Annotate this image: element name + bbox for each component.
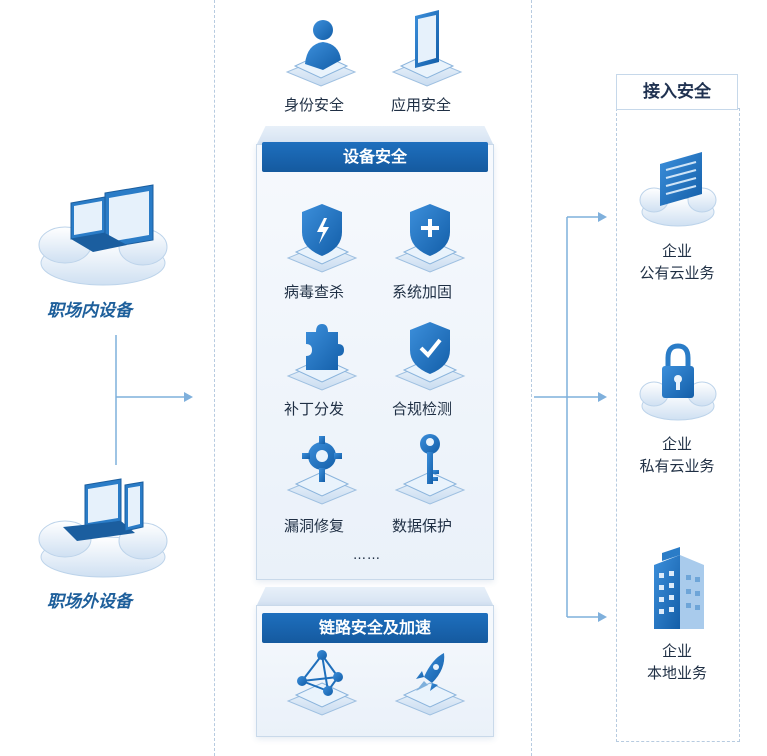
- rocket-icon: [394, 653, 466, 716]
- public-cloud-item: [638, 150, 718, 232]
- device-security-panel-cap: [256, 126, 494, 146]
- local-business-line2: 本地业务: [646, 664, 707, 682]
- local-business-line1: 企业: [661, 642, 692, 660]
- public-cloud-server-icon: [639, 152, 717, 227]
- mobile-app-icon: [391, 10, 463, 87]
- app-security-item: [391, 8, 463, 94]
- system-hardening-shield-icon: [394, 204, 466, 273]
- compliance-check-shield-icon: [394, 322, 466, 391]
- local-business-item: [650, 545, 708, 635]
- network-nodes-icon: [286, 650, 358, 716]
- device-security-title: 设备安全: [262, 142, 488, 172]
- arrow-to-center-icon: [184, 392, 193, 402]
- inner-devices-illustration: [35, 184, 170, 294]
- data-protection-label: 数据保护: [392, 517, 453, 535]
- compliance-item: [394, 318, 466, 398]
- antivirus-shield-icon: [286, 204, 358, 273]
- antivirus-item: [286, 200, 358, 280]
- data-protection-item: [394, 432, 466, 512]
- local-building-icon: [654, 547, 704, 629]
- vulnerability-fix-label: 漏洞修复: [284, 517, 345, 535]
- outer-devices-illustration: [35, 475, 170, 584]
- patch-item: [286, 318, 358, 398]
- left-divider: [214, 0, 215, 756]
- key-icon: [394, 434, 466, 505]
- right-divider: [531, 0, 532, 756]
- acceleration-item: [394, 647, 466, 727]
- user-identity-icon: [285, 20, 357, 87]
- private-cloud-item: [638, 342, 718, 426]
- identity-security-item: [285, 14, 357, 94]
- laptop-tablet-cloud-icon: [38, 478, 168, 578]
- link-security-title: 链路安全及加速: [262, 613, 488, 643]
- patch-label: 补丁分发: [284, 400, 345, 418]
- private-cloud-line2: 私有云业务: [639, 457, 715, 475]
- private-cloud-lock-icon: [639, 343, 717, 421]
- app-security-label: 应用安全: [391, 96, 452, 114]
- identity-security-label: 身份安全: [284, 96, 345, 114]
- more-ellipsis: ……: [353, 548, 381, 563]
- inner-devices-label: 职场内设备: [47, 301, 132, 321]
- gear-repair-icon: [286, 436, 358, 505]
- patch-puzzle-icon: [286, 324, 358, 391]
- device-security-panel: [256, 144, 494, 580]
- antivirus-label: 病毒查杀: [284, 283, 345, 301]
- link-security-panel-cap: [256, 587, 494, 607]
- system-hardening-item: [394, 200, 466, 280]
- private-cloud-line1: 企业: [661, 435, 692, 453]
- compliance-label: 合规检测: [392, 400, 453, 418]
- access-security-title: 接入安全: [616, 74, 738, 110]
- laptop-monitor-cloud-icon: [38, 184, 168, 286]
- public-cloud-line2: 公有云业务: [639, 264, 715, 282]
- public-cloud-line1: 企业: [661, 242, 692, 260]
- network-item: [286, 647, 358, 727]
- vulnerability-fix-item: [286, 432, 358, 512]
- system-hardening-label: 系统加固: [392, 283, 453, 301]
- outer-devices-label: 职场外设备: [47, 592, 132, 612]
